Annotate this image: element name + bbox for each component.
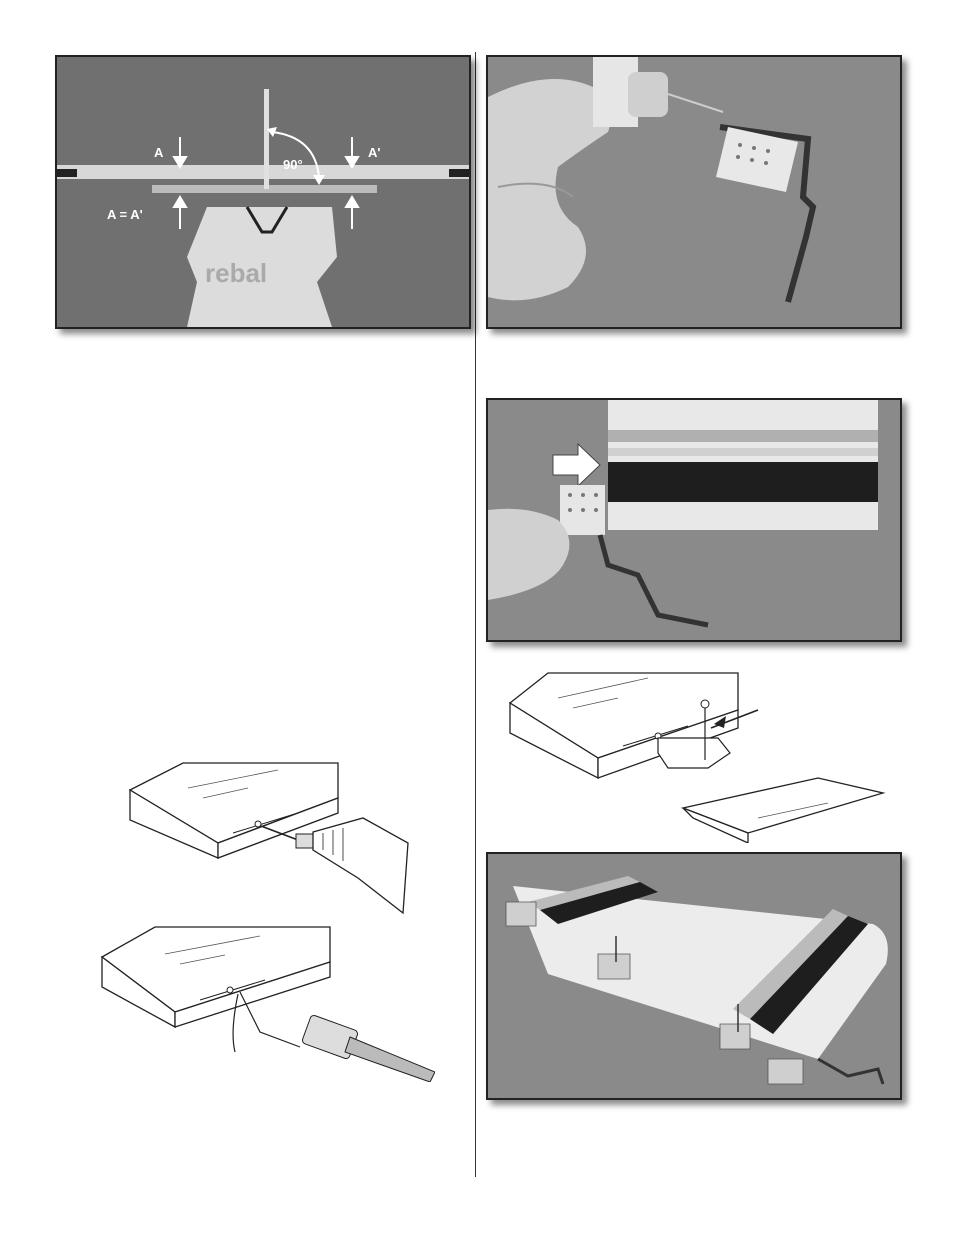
stabilizer-hinge-illustration (488, 400, 900, 640)
svg-text:rebal: rebal (205, 258, 267, 288)
drawing-hinge-pin (508, 668, 893, 843)
hinge-pin-line-art (508, 668, 893, 843)
label-a: A (154, 145, 164, 160)
tail-alignment-illustration: rebal A A' 90° A = A' (57, 57, 469, 327)
photo-glue-hinge (486, 55, 902, 329)
column-divider (475, 52, 476, 1177)
drawing-cut-slot (100, 922, 435, 1082)
label-equal: A = A' (107, 207, 143, 222)
stabilizer-pinned-illustration (488, 854, 900, 1098)
drill-slot-line-art (128, 758, 418, 918)
cut-slot-line-art (100, 922, 435, 1082)
label-angle: 90° (283, 157, 303, 172)
photo-stabilizer-hinge (486, 398, 902, 642)
photo-stabilizer-pinned (486, 852, 902, 1100)
glue-hinge-illustration (488, 57, 900, 327)
drawing-drill-slot (128, 758, 418, 918)
label-a-prime: A' (368, 145, 380, 160)
photo-tail-alignment: rebal A A' 90° A = A' (55, 55, 471, 329)
